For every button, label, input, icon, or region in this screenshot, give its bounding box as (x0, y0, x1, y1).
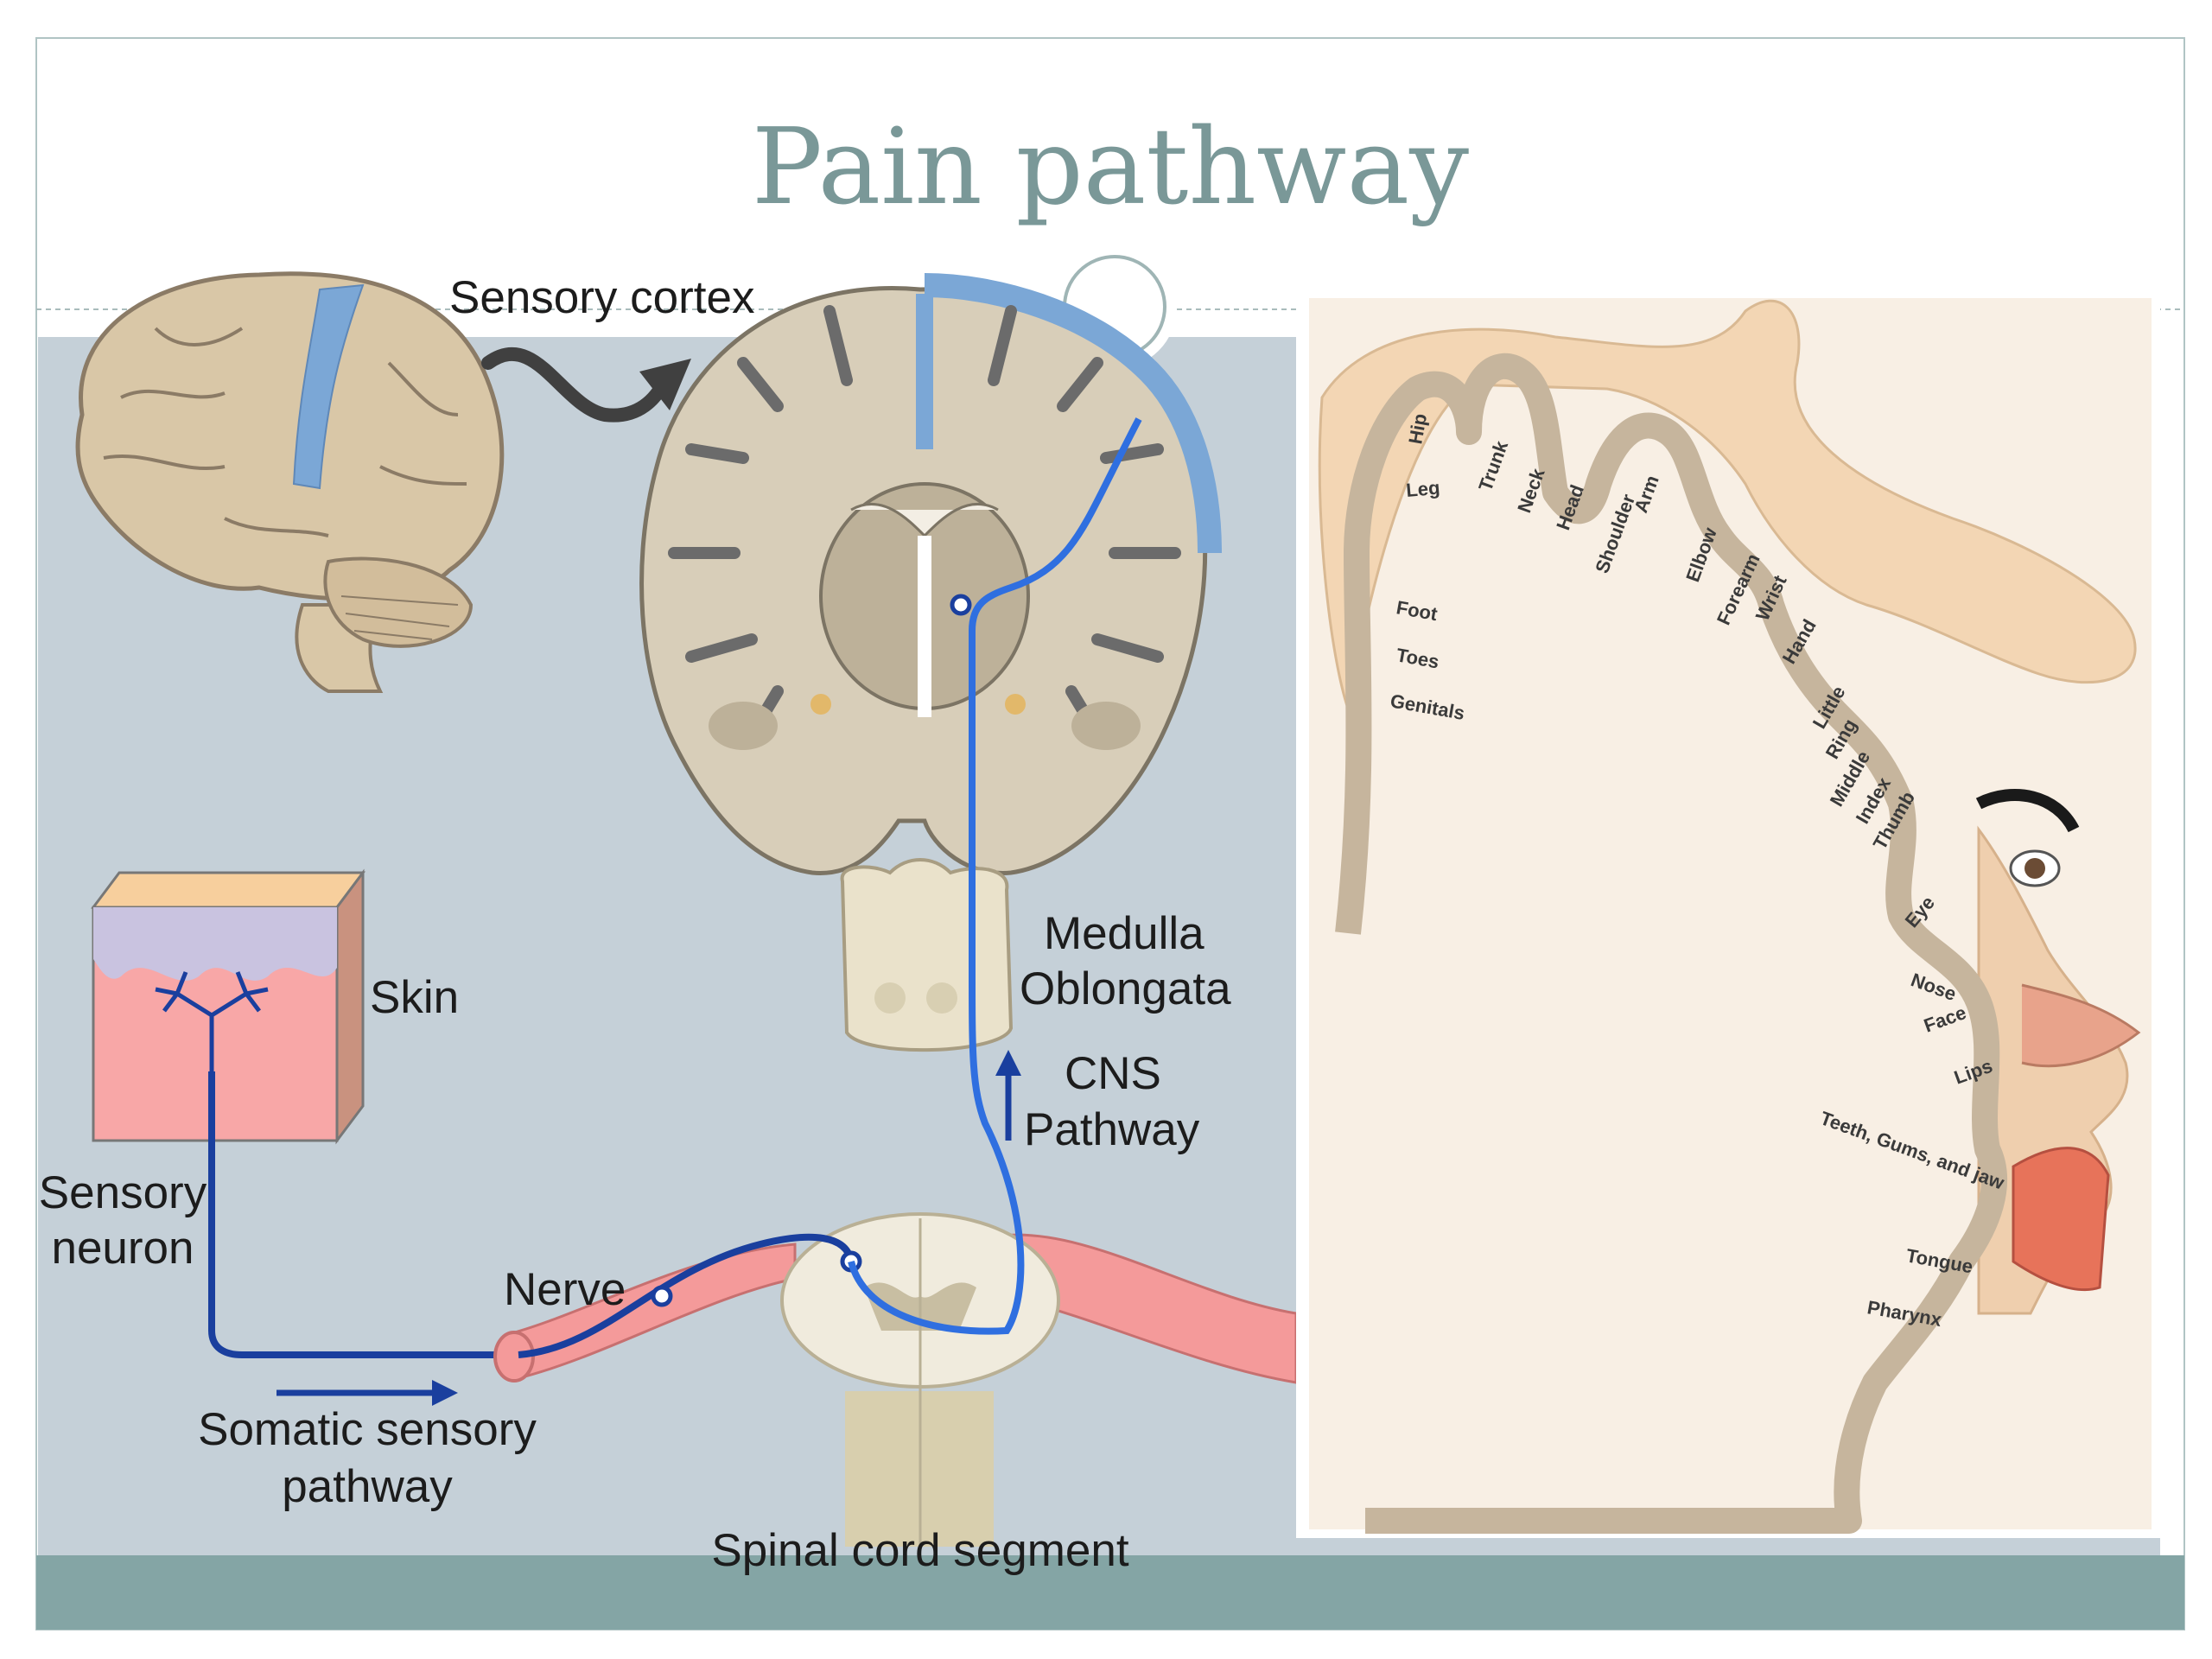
sensory-homunculus-panel (1296, 289, 2160, 1538)
homunculus-label-hip: Hip (1404, 412, 1431, 446)
slide-title: Pain pathway (752, 105, 1469, 228)
label-nerve: Nerve (504, 1264, 626, 1315)
afferent-nerve-fiber (518, 1233, 855, 1358)
sensory-neuron-fiber (208, 1071, 518, 1358)
homunculus-label-leg: Leg (1405, 477, 1440, 501)
label-medulla-line2: Oblongata (1020, 963, 1231, 1014)
label-sensory-neuron-line1: Sensory (39, 1167, 207, 1218)
thalamus-synapse-marker (950, 594, 972, 616)
lateral-brain-illustration (75, 271, 505, 693)
label-skin: Skin (370, 972, 459, 1023)
skin-block-illustration (91, 868, 365, 1145)
nerve-ganglion-marker (651, 1285, 673, 1307)
cortex-arrow (481, 346, 672, 423)
label-medulla-line1: Medulla (1044, 908, 1205, 959)
coronal-brain-section (639, 273, 1222, 875)
medulla-illustration (840, 858, 1014, 1052)
label-spinal-cord: Spinal cord segment (711, 1525, 1128, 1576)
footer-bar (36, 1555, 2184, 1630)
somatic-pathway-arrowhead (432, 1380, 458, 1406)
label-cns-line1: CNS (1065, 1048, 1161, 1099)
label-sensory-cortex: Sensory cortex (449, 272, 754, 323)
label-somatic-line1: Somatic sensory (198, 1404, 537, 1455)
cortex-arrowhead (639, 359, 691, 410)
label-cns-line2: Pathway (1024, 1104, 1200, 1155)
label-sensory-neuron-line2: neuron (51, 1223, 194, 1274)
cns-ascending-fiber (848, 417, 1142, 1335)
cns-pathway-arrowhead (995, 1050, 1021, 1076)
label-somatic-line2: pathway (282, 1461, 453, 1512)
